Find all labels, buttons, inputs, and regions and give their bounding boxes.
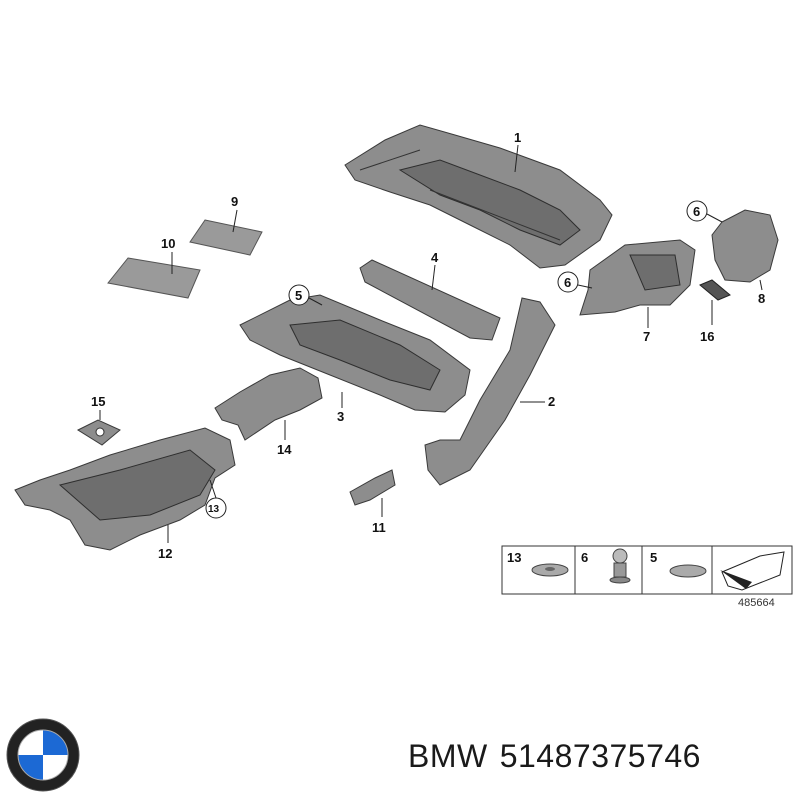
part-number: 51487375746: [499, 738, 701, 774]
part-10-mat: [107, 257, 201, 299]
arrow-icon: [720, 551, 785, 591]
legend-box: 13 6 5: [501, 545, 793, 595]
bmw-logo-icon: [6, 718, 80, 792]
circle-6a: [686, 200, 708, 222]
brand-name: BMW: [408, 738, 488, 774]
label-6a: 6: [693, 204, 700, 219]
label-10: 10: [161, 236, 175, 251]
leader-13: [209, 479, 217, 499]
label-12: 12: [158, 546, 172, 561]
part-1-shield: [344, 124, 613, 269]
label-4: 4: [431, 250, 439, 265]
part-15-plate: [76, 419, 121, 446]
legend-5: 5: [650, 550, 657, 565]
part-4-bracket: [359, 259, 501, 341]
label-5: 5: [295, 288, 302, 303]
part-11-clip: [349, 469, 396, 506]
label-15: 15: [91, 394, 105, 409]
label-7: 7: [643, 329, 650, 344]
label-6b: 6: [564, 275, 571, 290]
label-2: 2: [548, 394, 555, 409]
label-16: 16: [700, 329, 714, 344]
part-9-mat: [189, 219, 263, 256]
diagram-id: 485664: [738, 597, 775, 609]
legend-6-screw: [609, 548, 631, 584]
circle-5: [288, 284, 310, 306]
label-1: 1: [514, 130, 521, 145]
leader-1: [514, 144, 519, 173]
label-3: 3: [337, 409, 344, 424]
label-9: 9: [231, 194, 238, 209]
legend-6: 6: [581, 550, 588, 565]
circle-6b: [557, 271, 579, 293]
leader-9: [232, 209, 238, 233]
legend-13: 13: [507, 550, 521, 565]
label-14: 14: [277, 442, 292, 457]
label-8: 8: [758, 291, 765, 306]
footer-text: BMW 51487375746: [408, 738, 713, 775]
part-12-shield: [14, 427, 236, 551]
part-7-bracket: [579, 239, 696, 316]
part-2-strut: [424, 297, 556, 486]
part-16-strip: [699, 279, 731, 301]
leader-6b: [577, 284, 593, 289]
part-8-cover: [711, 209, 779, 283]
label-11: 11: [372, 520, 386, 535]
leader-8: [759, 279, 763, 291]
leader-5: [308, 297, 323, 306]
part-14-shield: [214, 367, 323, 441]
label-13: 13: [208, 504, 220, 515]
leader-6a: [706, 213, 723, 223]
leader-4: [431, 264, 436, 291]
legend-5-clip: [669, 564, 707, 578]
part-3-shield: [239, 294, 471, 413]
